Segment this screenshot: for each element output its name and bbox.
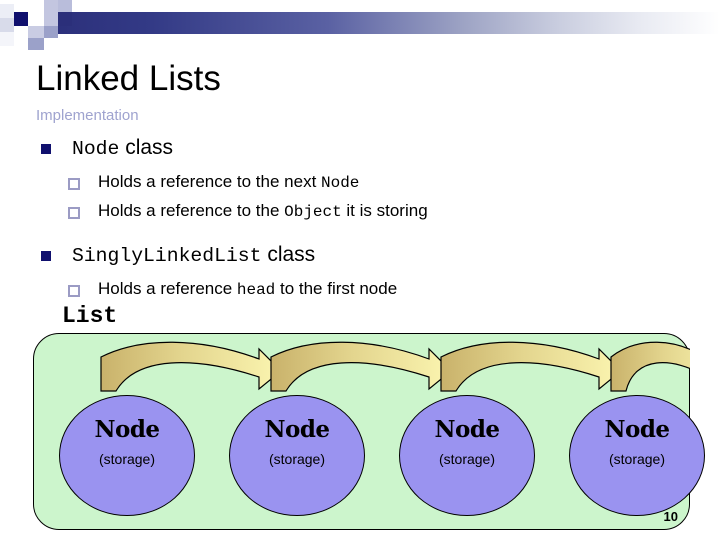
hollow-square-bullet-icon bbox=[68, 178, 80, 190]
header-gradient-bar bbox=[44, 12, 720, 34]
node-link-arrow bbox=[100, 341, 282, 392]
mosaic-tile bbox=[44, 0, 58, 12]
bullet-item-level-2: Holds a reference to the next Node bbox=[36, 169, 696, 196]
mosaic-tile bbox=[58, 0, 72, 12]
bullet-text-run: class bbox=[261, 243, 316, 266]
node-subtitle: (storage) bbox=[268, 451, 326, 467]
mosaic-tile bbox=[28, 12, 44, 26]
linked-list-node: Node (storage) bbox=[569, 395, 705, 516]
filled-square-bullet-icon bbox=[41, 251, 51, 261]
node-title: Node bbox=[94, 416, 160, 443]
mosaic-tile bbox=[28, 26, 44, 38]
bullet-item-level-1: Node class bbox=[36, 134, 696, 163]
node-subtitle: (storage) bbox=[608, 451, 666, 467]
bullet-text-run: Holds a reference to the next bbox=[98, 172, 322, 191]
mosaic-tile bbox=[28, 38, 44, 50]
mosaic-tile bbox=[0, 32, 14, 46]
hollow-square-bullet-icon bbox=[68, 285, 80, 297]
mosaic-tile bbox=[0, 18, 14, 32]
code-term: head bbox=[236, 281, 276, 299]
code-term: Node bbox=[321, 174, 360, 192]
bullet-item-level-1: SinglyLinkedList class bbox=[36, 241, 696, 270]
bullet-text-run: it is storing bbox=[341, 201, 428, 220]
diagram-list-label: List bbox=[62, 303, 118, 329]
node-link-arrow bbox=[610, 341, 690, 392]
mosaic-tile bbox=[14, 12, 28, 26]
code-term: Object bbox=[284, 203, 342, 221]
mosaic-tile bbox=[0, 4, 14, 18]
page-title: Linked Lists bbox=[36, 59, 221, 98]
node-title: Node bbox=[264, 416, 330, 443]
mosaic-tile bbox=[44, 12, 58, 26]
filled-square-bullet-icon bbox=[41, 144, 51, 154]
code-term: SinglyLinkedList bbox=[72, 245, 262, 267]
linked-list-node: Node (storage) bbox=[399, 395, 535, 516]
mosaic-tile bbox=[28, 0, 44, 12]
mosaic-tile bbox=[58, 12, 72, 26]
node-subtitle: (storage) bbox=[438, 451, 496, 467]
mosaic-tile bbox=[14, 26, 28, 38]
header-decoration bbox=[0, 0, 720, 50]
hollow-square-bullet-icon bbox=[68, 207, 80, 219]
node-subtitle: (storage) bbox=[98, 451, 156, 467]
page-subtitle: Implementation bbox=[36, 107, 139, 124]
bullet-text-run: to the first node bbox=[275, 279, 398, 298]
linked-list-node: Node (storage) bbox=[229, 395, 365, 516]
page-number: 10 bbox=[663, 509, 678, 524]
code-term: Node bbox=[72, 138, 120, 160]
node-link-arrow bbox=[270, 341, 452, 392]
diagram-arrows-layer bbox=[100, 341, 690, 392]
node-link-arrow bbox=[440, 341, 622, 392]
bullet-text-run: Holds a reference bbox=[98, 279, 237, 298]
bullet-text-run: class bbox=[119, 136, 174, 159]
linked-list-diagram: Node(storage)Node(storage)Node(storage)N… bbox=[33, 333, 705, 530]
linked-list-node: Node (storage) bbox=[59, 395, 195, 516]
mosaic-tile bbox=[14, 38, 28, 50]
bullet-item-level-2: Holds a reference to the Object it is st… bbox=[36, 198, 696, 225]
bullet-text-run: Holds a reference to the bbox=[98, 201, 285, 220]
node-title: Node bbox=[434, 416, 500, 443]
bullet-item-level-2: Holds a reference head to the first node bbox=[36, 276, 696, 303]
node-title: Node bbox=[604, 416, 670, 443]
mosaic-tile bbox=[44, 26, 58, 38]
